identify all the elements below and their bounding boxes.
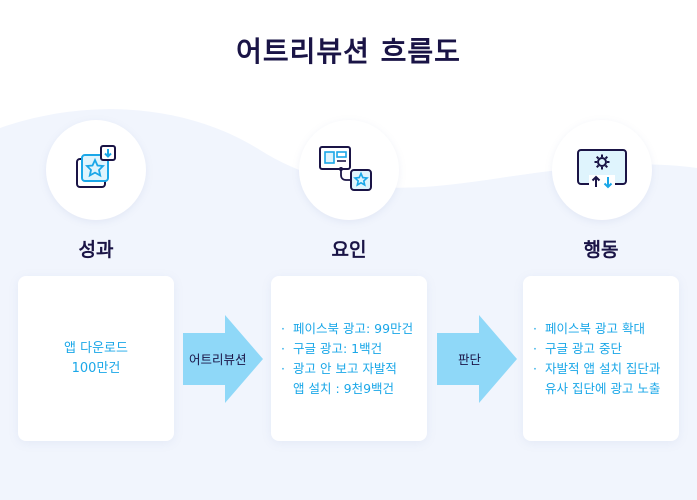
- star-download-icon: [76, 145, 116, 188]
- arrow-label-attribution: 어트리뷰션: [189, 352, 247, 367]
- factor-item: 페이스북 광고: 99만건: [281, 319, 423, 339]
- arrow-label-judgment: 판단: [458, 352, 482, 367]
- settings-transfer-icon: [577, 149, 627, 191]
- heading-performance: 성과: [78, 239, 114, 261]
- ad-to-star-icon: [319, 146, 372, 191]
- action-item: 페이스북 광고 확대: [533, 319, 675, 339]
- heading-action: 행동: [583, 239, 619, 261]
- action-item: 구글 광고 중단: [533, 339, 675, 359]
- performance-line-2: 100만건: [71, 360, 121, 376]
- icon-circle-factor: [299, 120, 399, 220]
- card-action: 페이스북 광고 확대 구글 광고 중단 자발적 앱 설치 집단과 유사 집단에 …: [523, 276, 679, 441]
- action-item: 자발적 앱 설치 집단과: [533, 359, 675, 379]
- heading-factor: 요인: [331, 239, 367, 261]
- factor-list: 페이스북 광고: 99만건 구글 광고: 1백건 광고 안 보고 자발적: [281, 319, 423, 379]
- page-title: 어트리뷰션 흐름도: [236, 35, 461, 68]
- performance-line-1: 앱 다운로드: [64, 340, 128, 356]
- factor-item: 광고 안 보고 자발적: [281, 359, 423, 379]
- action-list: 페이스북 광고 확대 구글 광고 중단 자발적 앱 설치 집단과: [533, 319, 675, 379]
- icon-circle-performance: [46, 120, 146, 220]
- factor-item-continuation: 앱 설치 : 9천9백건: [293, 381, 395, 396]
- factor-item: 구글 광고: 1백건: [281, 339, 423, 359]
- action-item-continuation: 유사 집단에 광고 노출: [545, 381, 661, 396]
- card-performance: 앱 다운로드 100만건: [18, 276, 174, 441]
- arrow-judgment: [437, 315, 517, 403]
- icon-circle-action: [552, 120, 652, 220]
- arrow-attribution: [183, 315, 263, 403]
- card-factor: 페이스북 광고: 99만건 구글 광고: 1백건 광고 안 보고 자발적 앱 설…: [271, 276, 427, 441]
